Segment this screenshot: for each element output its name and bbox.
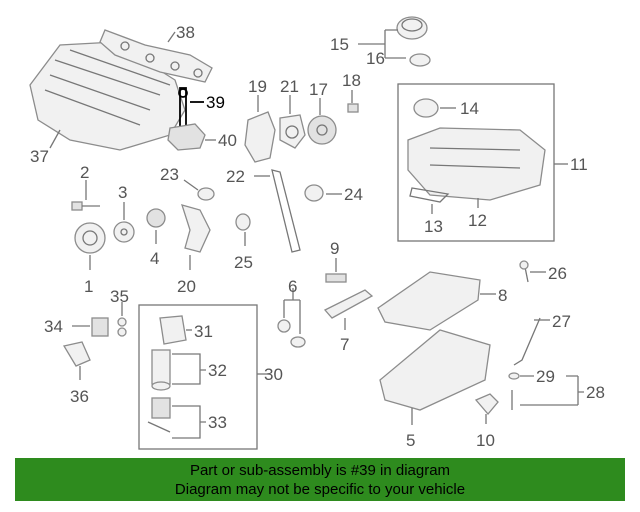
parts-diagram: 37 38 39 40 19 21 17 18: [29, 16, 605, 450]
manifold-gasket-part[interactable]: [99, 29, 213, 83]
callout-20: 20: [177, 277, 196, 296]
callout-10: 10: [476, 431, 495, 450]
clip-part[interactable]: [117, 302, 127, 337]
callout-9: 9: [330, 239, 339, 258]
callout-31: 31: [194, 322, 213, 341]
callout-7: 7: [340, 335, 349, 354]
callout-11: 11: [570, 155, 588, 174]
oil-cap-part[interactable]: [396, 16, 428, 40]
hub-part[interactable]: [113, 202, 135, 243]
callout-28: 28: [586, 383, 605, 402]
callout-34: 34: [44, 317, 63, 336]
idler-part[interactable]: [235, 213, 251, 246]
callout-40: 40: [218, 131, 237, 150]
filter-housing-part[interactable]: [147, 397, 206, 439]
callout-12: 12: [468, 211, 487, 230]
filter-element-part[interactable]: [151, 349, 206, 391]
sprocket-part[interactable]: [146, 208, 166, 244]
cam-sprocket-part[interactable]: [307, 98, 337, 145]
info-banner: Part or sub-assembly is #39 in diagram D…: [15, 458, 625, 501]
filter-bracket-part[interactable]: [159, 315, 192, 345]
callout-25: 25: [234, 253, 253, 272]
banner-line-2: Diagram may not be specific to your vehi…: [174, 481, 466, 498]
pulley-part[interactable]: [279, 95, 306, 149]
callout-23: 23: [160, 165, 179, 184]
dipstick-tube-part[interactable]: [513, 317, 550, 366]
callout-22: 22: [226, 167, 245, 186]
callout-30: 30: [264, 365, 283, 384]
callout-35: 35: [110, 287, 129, 306]
callout-5: 5: [406, 431, 415, 450]
drain-plug-part[interactable]: [474, 393, 499, 424]
callout-37: 37: [30, 147, 49, 166]
roller-part[interactable]: [304, 184, 342, 202]
callout-17: 17: [309, 80, 328, 99]
bushing-part[interactable]: [183, 179, 215, 201]
callout-32: 32: [208, 361, 227, 380]
callout-14: 14: [460, 99, 479, 118]
oil-pan-part[interactable]: [379, 329, 491, 425]
oil-filter-box: [138, 304, 258, 450]
callout-26: 26: [548, 264, 567, 283]
valve-cover-box: [397, 83, 555, 242]
tensioner-part[interactable]: [181, 204, 211, 270]
sensor-part[interactable]: [325, 258, 347, 283]
timing-belt-part[interactable]: [254, 169, 301, 253]
callout-2: 2: [80, 163, 89, 182]
plug-part[interactable]: [277, 288, 306, 348]
callout-19: 19: [248, 77, 267, 96]
callout-4: 4: [150, 249, 159, 268]
actuator-part[interactable]: [167, 123, 216, 151]
valve-cover-gasket-part[interactable]: [409, 187, 450, 214]
seal-ring-part[interactable]: [413, 98, 456, 118]
bracket-part[interactable]: [323, 289, 374, 330]
callout-18: 18: [342, 71, 361, 90]
crank-pulley-part[interactable]: [74, 222, 106, 270]
key-part[interactable]: [347, 90, 359, 113]
callout-38: 38: [176, 23, 195, 42]
oil-pan-gasket-part[interactable]: [377, 271, 496, 331]
sensor-bracket-part[interactable]: [72, 317, 109, 337]
callout-15: 15: [330, 35, 349, 54]
callout-29: 29: [536, 367, 555, 386]
callout-33: 33: [208, 413, 227, 432]
callout-27: 27: [552, 312, 571, 331]
mount-part[interactable]: [62, 341, 91, 380]
callout-16: 16: [366, 49, 385, 68]
callout-36: 36: [70, 387, 89, 406]
callout-21: 21: [280, 77, 299, 96]
callout-39: 39: [206, 93, 225, 112]
callout-1: 1: [84, 277, 93, 296]
dipstick-part[interactable]: [519, 260, 546, 283]
callout-8: 8: [498, 286, 507, 305]
o-ring-part[interactable]: [508, 372, 520, 410]
bolt-part[interactable]: [71, 180, 100, 211]
timing-cover-part[interactable]: [244, 95, 276, 163]
callout-13: 13: [424, 217, 443, 236]
callout-3: 3: [118, 183, 127, 202]
banner-line-1: Part or sub-assembly is #39 in diagram: [189, 462, 451, 479]
callout-24: 24: [344, 185, 363, 204]
intake-manifold-part[interactable]: [29, 41, 186, 151]
callout-6: 6: [288, 277, 297, 296]
cap-seal-part[interactable]: [409, 53, 431, 67]
valve-cover-part[interactable]: [407, 127, 546, 201]
